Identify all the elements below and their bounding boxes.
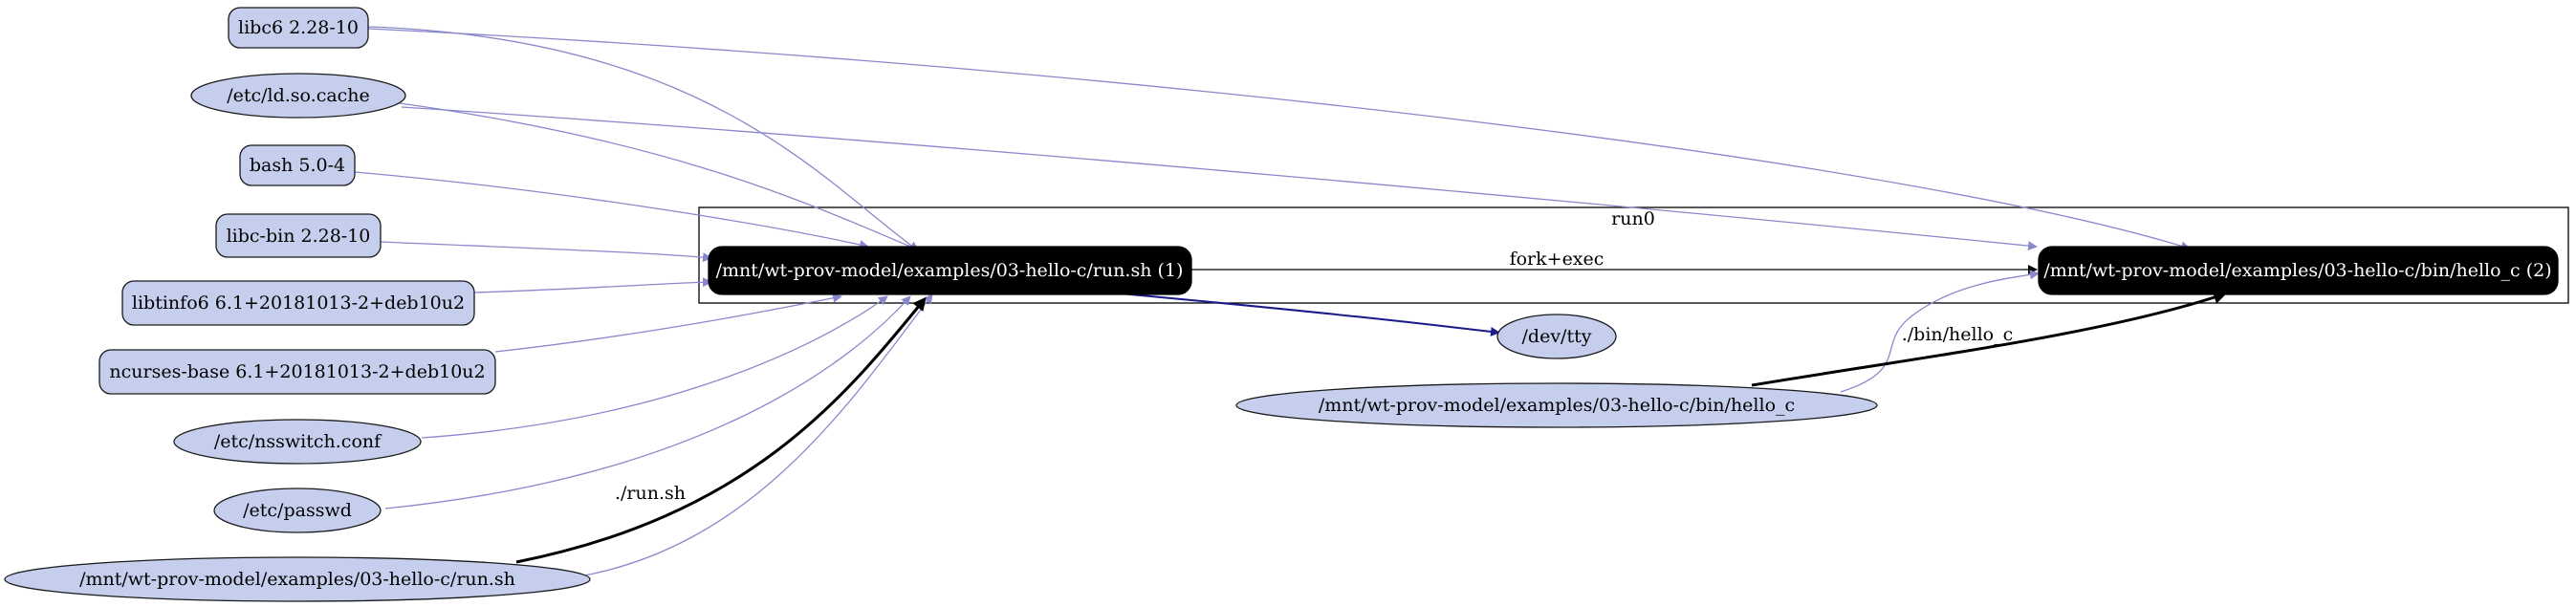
node-dev-tty-ellipse xyxy=(1496,314,1617,359)
node-libc6[interactable]: libc6 2.28-10 xyxy=(228,7,369,49)
node-nsswitch-conf[interactable]: /etc/nsswitch.conf xyxy=(173,419,422,465)
node-nsswitch-conf-ellipse xyxy=(173,419,422,465)
file-nodes: /etc/ld.so.cache /etc/nsswitch.conf /etc… xyxy=(4,73,1878,602)
node-libtinfo6-box xyxy=(121,280,475,326)
node-hello-c-file-label: /mnt/wt-prov-model/examples/03-hello-c/b… xyxy=(1319,395,1795,416)
node-libc-bin-label: libc-bin 2.28-10 xyxy=(227,226,371,247)
node-process-run-sh-box xyxy=(708,246,1192,295)
edge-nsswitch-to-run-sh xyxy=(421,295,888,439)
node-nsswitch-conf-label: /etc/nsswitch.conf xyxy=(214,431,382,452)
node-process-run-sh[interactable]: /mnt/wt-prov-model/examples/03-hello-c/r… xyxy=(708,246,1192,295)
node-bash-label: bash 5.0-4 xyxy=(250,155,345,176)
process-nodes: /mnt/wt-prov-model/examples/03-hello-c/r… xyxy=(708,246,2559,295)
node-etc-passwd-ellipse xyxy=(213,488,382,533)
edge-hello-c-file-to-hello-c-light xyxy=(1840,270,2040,393)
edge-libc6-to-hello-c xyxy=(367,28,2191,251)
node-libc-bin[interactable]: libc-bin 2.28-10 xyxy=(215,213,382,258)
edge-bash-to-run-sh xyxy=(354,171,869,249)
node-ld-so-cache[interactable]: /etc/ld.so.cache xyxy=(190,73,406,119)
node-hello-c-file-ellipse xyxy=(1235,382,1878,428)
edge-libc-bin-to-run-sh xyxy=(380,241,712,263)
node-dev-tty[interactable]: /dev/tty xyxy=(1496,314,1617,359)
package-nodes: libc6 2.28-10 bash 5.0-4 libc-bin 2.28-1… xyxy=(98,7,496,395)
node-process-run-sh-label: /mnt/wt-prov-model/examples/03-hello-c/r… xyxy=(716,260,1184,281)
node-ld-so-cache-label: /etc/ld.so.cache xyxy=(227,85,370,106)
edge-libc6-to-run-sh xyxy=(367,26,919,251)
node-libtinfo6[interactable]: libtinfo6 6.1+20181013-2+deb10u2 xyxy=(121,280,475,326)
node-etc-passwd[interactable]: /etc/passwd xyxy=(213,488,382,533)
node-bash-box xyxy=(239,144,356,186)
node-bash[interactable]: bash 5.0-4 xyxy=(239,144,356,186)
node-libc6-box xyxy=(228,7,369,49)
edge-run-sh-to-dev-tty xyxy=(1108,292,1500,336)
edge-label-bin-hello-c: ./bin/hello_c xyxy=(1902,324,2014,345)
node-hello-c-file[interactable]: /mnt/wt-prov-model/examples/03-hello-c/b… xyxy=(1235,382,1878,428)
node-run-sh-file-label: /mnt/wt-prov-model/examples/03-hello-c/r… xyxy=(79,569,515,590)
node-libc6-label: libc6 2.28-10 xyxy=(238,17,359,38)
node-process-hello-c-label: /mnt/wt-prov-model/examples/03-hello-c/b… xyxy=(2043,260,2551,281)
node-process-hello-c[interactable]: /mnt/wt-prov-model/examples/03-hello-c/b… xyxy=(2038,246,2559,295)
edge-label-run-sh: ./run.sh xyxy=(615,483,686,504)
edge-passwd-to-run-sh xyxy=(384,295,911,509)
edge-run-sh-file-to-run-sh-bold xyxy=(515,296,927,564)
node-ncurses-base[interactable]: ncurses-base 6.1+20181013-2+deb10u2 xyxy=(98,349,496,395)
node-run-sh-file[interactable]: /mnt/wt-prov-model/examples/03-hello-c/r… xyxy=(4,556,591,602)
node-ld-so-cache-ellipse xyxy=(190,73,406,119)
edge-libtinfo6-to-run-sh xyxy=(473,277,712,293)
node-ncurses-base-label: ncurses-base 6.1+20181013-2+deb10u2 xyxy=(109,361,485,382)
edge-run-sh-file-to-run-sh-light xyxy=(579,293,933,577)
edge-labels: fork+exec ./run.sh ./bin/hello_c xyxy=(615,249,2013,504)
node-ncurses-base-box xyxy=(98,349,496,395)
edge-label-fork-exec: fork+exec xyxy=(1510,249,1605,270)
node-libtinfo6-label: libtinfo6 6.1+20181013-2+deb10u2 xyxy=(132,293,465,314)
edge-ld-cache-to-hello-c xyxy=(401,106,2038,251)
node-etc-passwd-label: /etc/passwd xyxy=(243,500,352,521)
node-dev-tty-label: /dev/tty xyxy=(1522,326,1592,347)
node-process-hello-c-box xyxy=(2038,246,2559,295)
edge-ncurses-base-to-run-sh xyxy=(494,293,842,353)
node-run-sh-file-ellipse xyxy=(4,556,591,602)
edges xyxy=(354,26,2227,577)
edge-hello-c-file-to-hello-c-bold xyxy=(1751,291,2227,387)
edge-ld-cache-to-run-sh xyxy=(399,102,921,252)
node-libc-bin-box xyxy=(215,213,382,258)
cluster-run0-label: run0 xyxy=(1611,208,1655,229)
